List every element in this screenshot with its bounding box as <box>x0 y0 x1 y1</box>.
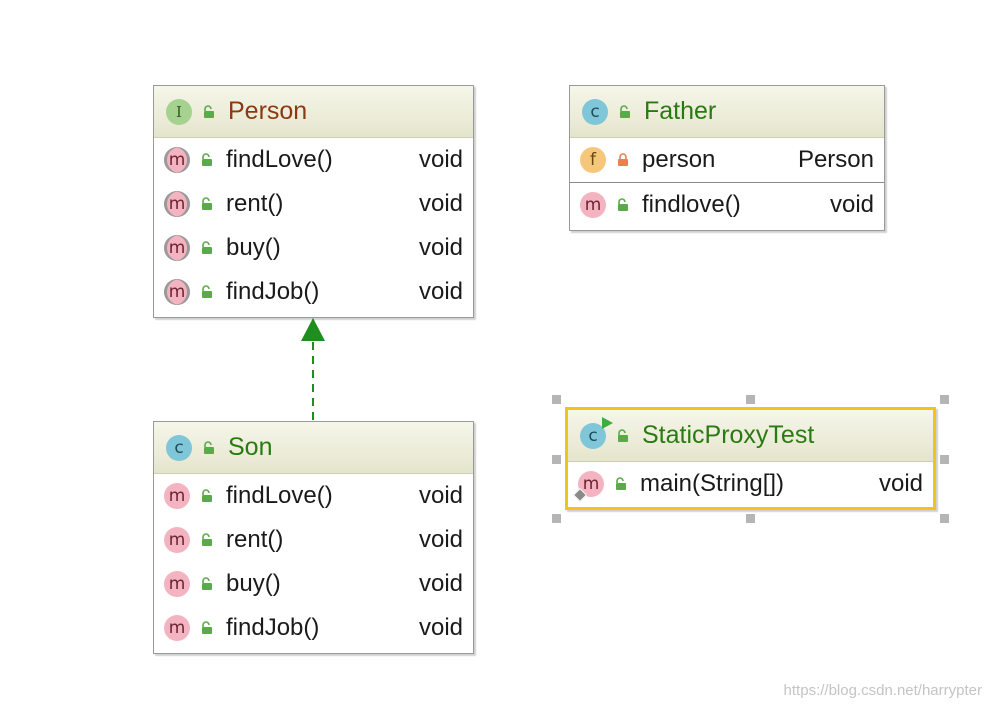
method-icon: m <box>164 527 190 553</box>
son-class-node[interactable]: c Son m findLove() void m rent() void m … <box>153 421 474 654</box>
open-lock-icon <box>202 533 212 546</box>
open-lock-icon <box>202 241 212 254</box>
static-proxy-test-title: StaticProxyTest <box>642 421 815 449</box>
method-name: findLove() <box>226 146 333 173</box>
method-icon: m <box>164 615 190 641</box>
abstract-method-icon: m <box>164 235 190 261</box>
open-lock-icon <box>202 621 212 634</box>
method-name: findLove() <box>226 482 333 509</box>
resize-handle-s[interactable] <box>746 514 755 523</box>
person-header[interactable]: I Person <box>154 86 473 138</box>
static-proxy-test-class-node[interactable]: c StaticProxyTest m main(String[]) void <box>565 407 936 510</box>
method-name: main(String[]) <box>640 470 785 497</box>
father-header[interactable]: c Father <box>570 86 884 138</box>
abstract-method-icon: m <box>164 147 190 173</box>
method-name: findJob() <box>226 278 320 305</box>
open-lock-icon <box>616 477 626 490</box>
method-icon: m <box>164 571 190 597</box>
runnable-class-icon: c <box>580 416 613 449</box>
method-return-type: void <box>418 570 463 597</box>
static-method-icon: m <box>572 471 604 503</box>
resize-handle-nw[interactable] <box>552 395 561 404</box>
class-icon: c <box>166 434 192 461</box>
static-proxy-test-method-row[interactable]: m main(String[]) void <box>568 462 933 506</box>
method-return-type: void <box>418 190 463 217</box>
open-lock-icon <box>202 489 212 502</box>
method-name: buy() <box>226 570 281 597</box>
open-lock-icon <box>202 285 212 298</box>
method-return-type: void <box>418 234 463 261</box>
person-method-row[interactable]: m rent() void <box>154 182 473 226</box>
open-lock-icon <box>202 197 212 210</box>
field-icon: f <box>580 147 606 173</box>
method-name: findlove() <box>642 190 741 218</box>
person-method-row[interactable]: m findJob() void <box>154 270 473 314</box>
method-return-type: void <box>418 278 463 305</box>
method-icon: m <box>580 191 606 218</box>
son-method-row[interactable]: m findLove() void <box>154 474 473 518</box>
son-method-row[interactable]: m rent() void <box>154 518 473 562</box>
method-name: buy() <box>226 234 281 261</box>
person-interface-node[interactable]: I Person m findLove() void m rent() void… <box>153 85 474 318</box>
abstract-method-icon: m <box>164 191 190 217</box>
resize-handle-sw[interactable] <box>552 514 561 523</box>
resize-handle-ne[interactable] <box>940 395 949 404</box>
static-proxy-test-header[interactable]: c StaticProxyTest <box>568 410 933 462</box>
open-lock-icon <box>620 104 630 118</box>
watermark: https://blog.csdn.net/harrypter <box>783 682 982 699</box>
son-header[interactable]: c Son <box>154 422 473 474</box>
open-lock-icon <box>204 440 214 454</box>
implements-arrowhead <box>301 318 325 341</box>
open-lock-icon <box>204 104 214 118</box>
person-method-row[interactable]: m buy() void <box>154 226 473 270</box>
son-title: Son <box>228 433 273 461</box>
open-lock-icon <box>618 428 628 442</box>
resize-handle-w[interactable] <box>552 455 561 464</box>
field-name: person <box>642 146 716 173</box>
closed-lock-icon <box>618 153 628 166</box>
interface-icon: I <box>166 98 192 125</box>
resize-handle-n[interactable] <box>746 395 755 404</box>
father-class-node[interactable]: c Father f person Person m findlove() vo… <box>569 85 885 231</box>
abstract-method-icon: m <box>164 279 190 305</box>
method-name: findJob() <box>226 614 320 641</box>
method-return-type: void <box>829 190 874 218</box>
method-return-type: void <box>418 482 463 509</box>
person-title: Person <box>228 97 308 125</box>
method-name: rent() <box>226 190 284 217</box>
method-return-type: void <box>418 526 463 553</box>
method-icon: m <box>164 483 190 509</box>
method-return-type: void <box>878 470 923 497</box>
person-method-row[interactable]: m findLove() void <box>154 138 473 182</box>
method-name: rent() <box>226 526 284 553</box>
resize-handle-e[interactable] <box>940 455 949 464</box>
open-lock-icon <box>618 197 628 211</box>
son-method-row[interactable]: m findJob() void <box>154 606 473 650</box>
open-lock-icon <box>202 577 212 590</box>
method-return-type: void <box>418 146 463 173</box>
field-type: Person <box>797 146 874 173</box>
resize-handle-se[interactable] <box>940 514 949 523</box>
open-lock-icon <box>202 153 212 166</box>
father-title: Father <box>644 97 717 125</box>
method-return-type: void <box>418 614 463 641</box>
father-method-row[interactable]: m findlove() void <box>570 182 884 226</box>
run-marker-icon <box>602 416 613 429</box>
class-icon: c <box>582 98 608 125</box>
father-field-row[interactable]: f person Person <box>570 138 884 182</box>
son-method-row[interactable]: m buy() void <box>154 562 473 606</box>
